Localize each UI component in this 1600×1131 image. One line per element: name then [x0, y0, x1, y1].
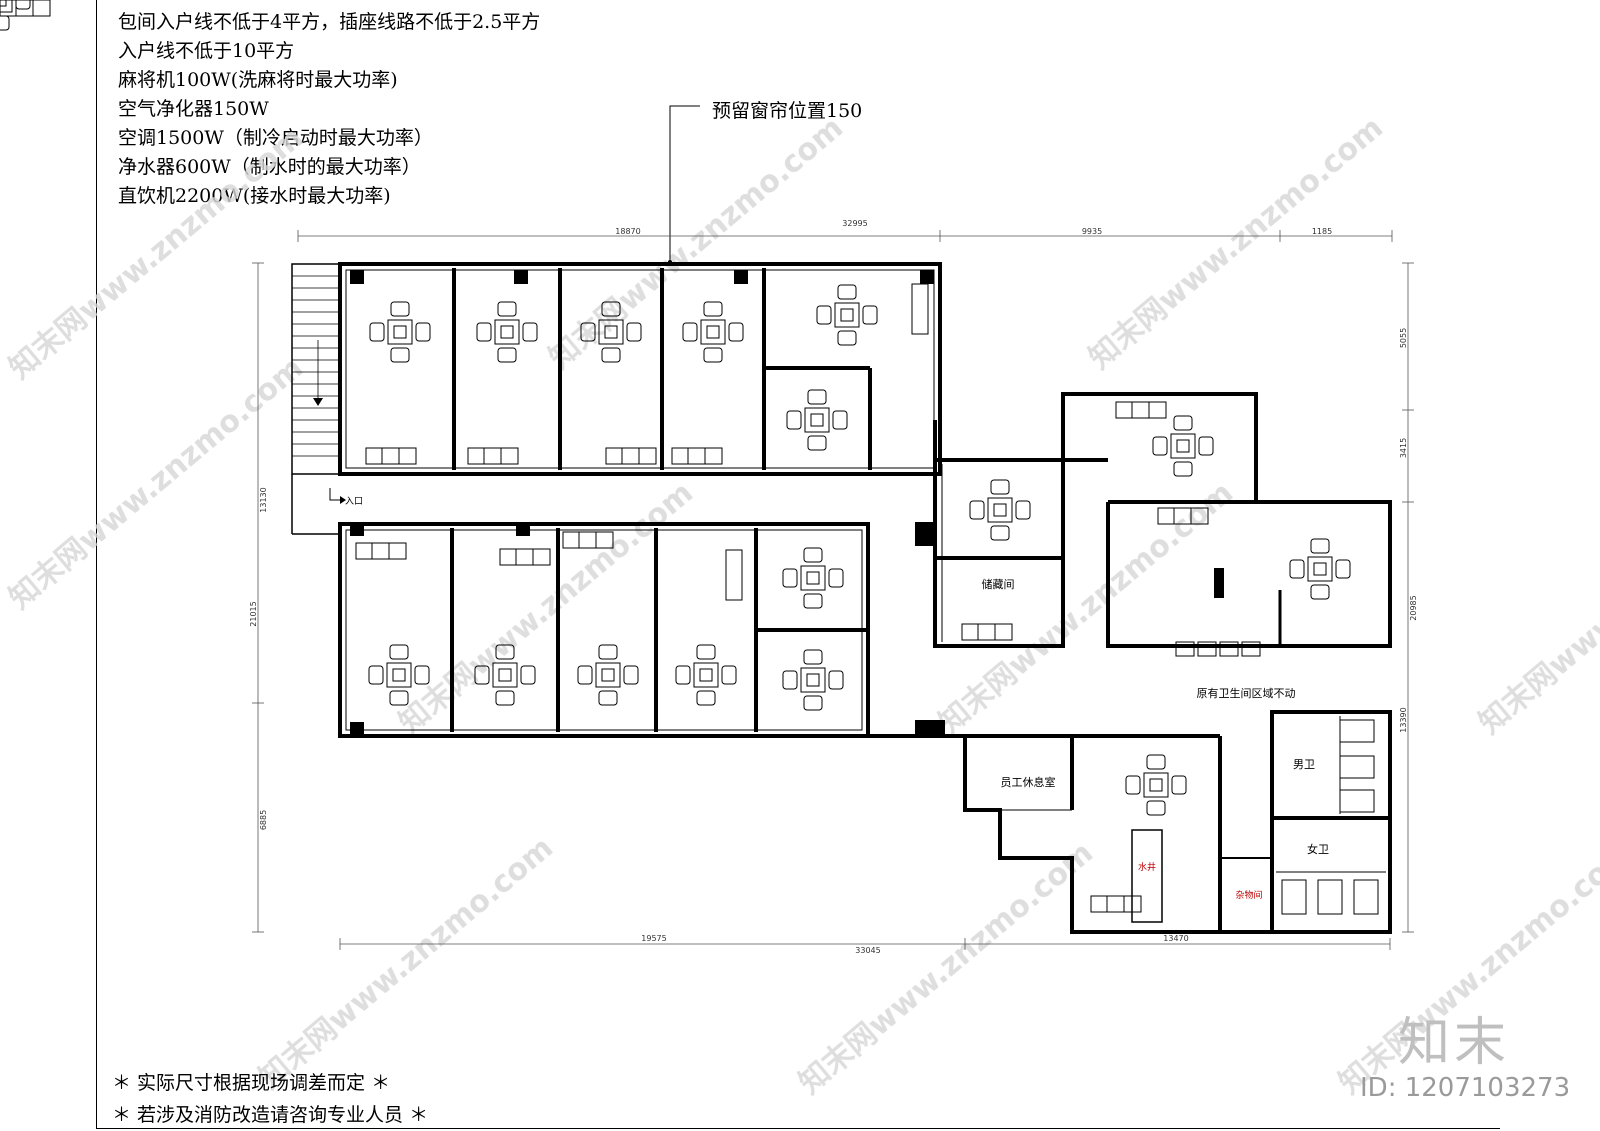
watermark-text: 知末网www.znzmo.com — [253, 830, 560, 1096]
dimension-labels: 18870 32995 9935 1185 19575 33045 13470 … — [249, 219, 1418, 955]
note-line: 入户线不低于10平方 — [118, 40, 295, 62]
dim-label: 13470 — [1163, 934, 1188, 943]
note-line: 空气净化器150W — [118, 98, 269, 120]
room-label-storage: 储藏间 — [982, 577, 1015, 591]
room-label-staff-lounge: 员工休息室 — [1001, 775, 1056, 789]
watermark-text: 知末网www.znzmo.com — [1473, 475, 1600, 741]
room-label-water-shaft: 水井 — [1138, 861, 1156, 873]
watermark-text: 知末网www.znzmo.com — [543, 110, 850, 376]
dim-label: 5055 — [1399, 328, 1408, 348]
dim-label: 21015 — [249, 601, 258, 626]
room-label-mens: 男卫 — [1293, 758, 1315, 771]
dim-label: 3415 — [1399, 438, 1408, 458]
walls — [291, 262, 1392, 934]
entrance-arrow-icon — [329, 488, 342, 501]
stair-arrow-icon — [313, 398, 323, 406]
dim-label: 9935 — [1082, 227, 1102, 236]
watermarks: 知末网www.znzmo.com 知末网www.znzmo.com 知末网www… — [3, 110, 1600, 1101]
dim-label: 33045 — [855, 946, 880, 955]
watermark-text: 知末网www.znzmo.com — [3, 350, 310, 616]
restroom-fixtures — [1175, 641, 1379, 915]
watermark-text: 知末网www.znzmo.com — [393, 475, 700, 741]
dim-label: 6885 — [259, 810, 268, 830]
dimension-lines — [252, 230, 1414, 950]
sofas — [0, 0, 1209, 913]
dim-label: 13130 — [259, 487, 268, 512]
watermark-text: 知末网www.znzmo.com — [793, 835, 1100, 1101]
dim-label: 1185 — [1312, 227, 1332, 236]
mahjong-tables — [0, 0, 1351, 816]
room-labels: 储藏间 员工休息室 原有卫生间区域不动 男卫 女卫 水井 杂物间 — [982, 577, 1330, 901]
electrical-notes: 包间入户线不低于4平方，插座线路不低于2.5平方 入户线不低于10平方 麻将机1… — [118, 8, 540, 211]
dim-label: 18870 — [615, 227, 640, 236]
note-line: 包间入户线不低于4平方，插座线路不低于2.5平方 — [118, 11, 541, 33]
watermark-text: 知末网www.znzmo.com — [1083, 110, 1390, 376]
watermark-id: ID: 1207103273 — [1360, 1073, 1571, 1103]
room-label-restroom-area: 原有卫生间区域不动 — [1197, 686, 1296, 700]
room-label-utility: 杂物间 — [1235, 889, 1262, 901]
watermark-text: 知末网www.znzmo.com — [933, 475, 1240, 741]
stair-treads — [292, 275, 340, 457]
dim-label: 20985 — [1409, 595, 1418, 620]
drawing-sheet-frame — [96, 0, 1500, 1129]
note-line: 直饮机2200W(接水时最大功率) — [118, 185, 391, 207]
note-line: 麻将机100W(洗麻将时最大功率) — [118, 69, 398, 91]
brand-watermark-logo: 知末 — [1398, 1013, 1511, 1073]
note-line: 空调1500W（制冷启动时最大功率） — [118, 127, 433, 149]
sofa-icon — [0, 0, 51, 17]
dim-label: 32995 — [842, 219, 867, 228]
callout-leader — [669, 105, 700, 262]
dim-label: 13390 — [1399, 707, 1408, 732]
curtain-callout-label: 预留窗帘位置150 — [712, 100, 863, 122]
structural-columns — [350, 270, 1224, 736]
mahjong-table-icon — [0, 0, 31, 31]
entrance-label: 入口 — [345, 496, 363, 507]
footer-note-1: ＊ 实际尺寸根据现场调差而定 ＊ — [112, 1072, 391, 1094]
footer-note-2: ＊ 若涉及消防改造请咨询专业人员 ＊ — [112, 1104, 429, 1126]
room-label-womens: 女卫 — [1307, 842, 1329, 856]
dim-label: 19575 — [641, 934, 666, 943]
watermark-text: 知末网www.znzmo.com — [3, 120, 310, 386]
note-line: 净水器600W（制水时的最大功率） — [118, 156, 421, 178]
